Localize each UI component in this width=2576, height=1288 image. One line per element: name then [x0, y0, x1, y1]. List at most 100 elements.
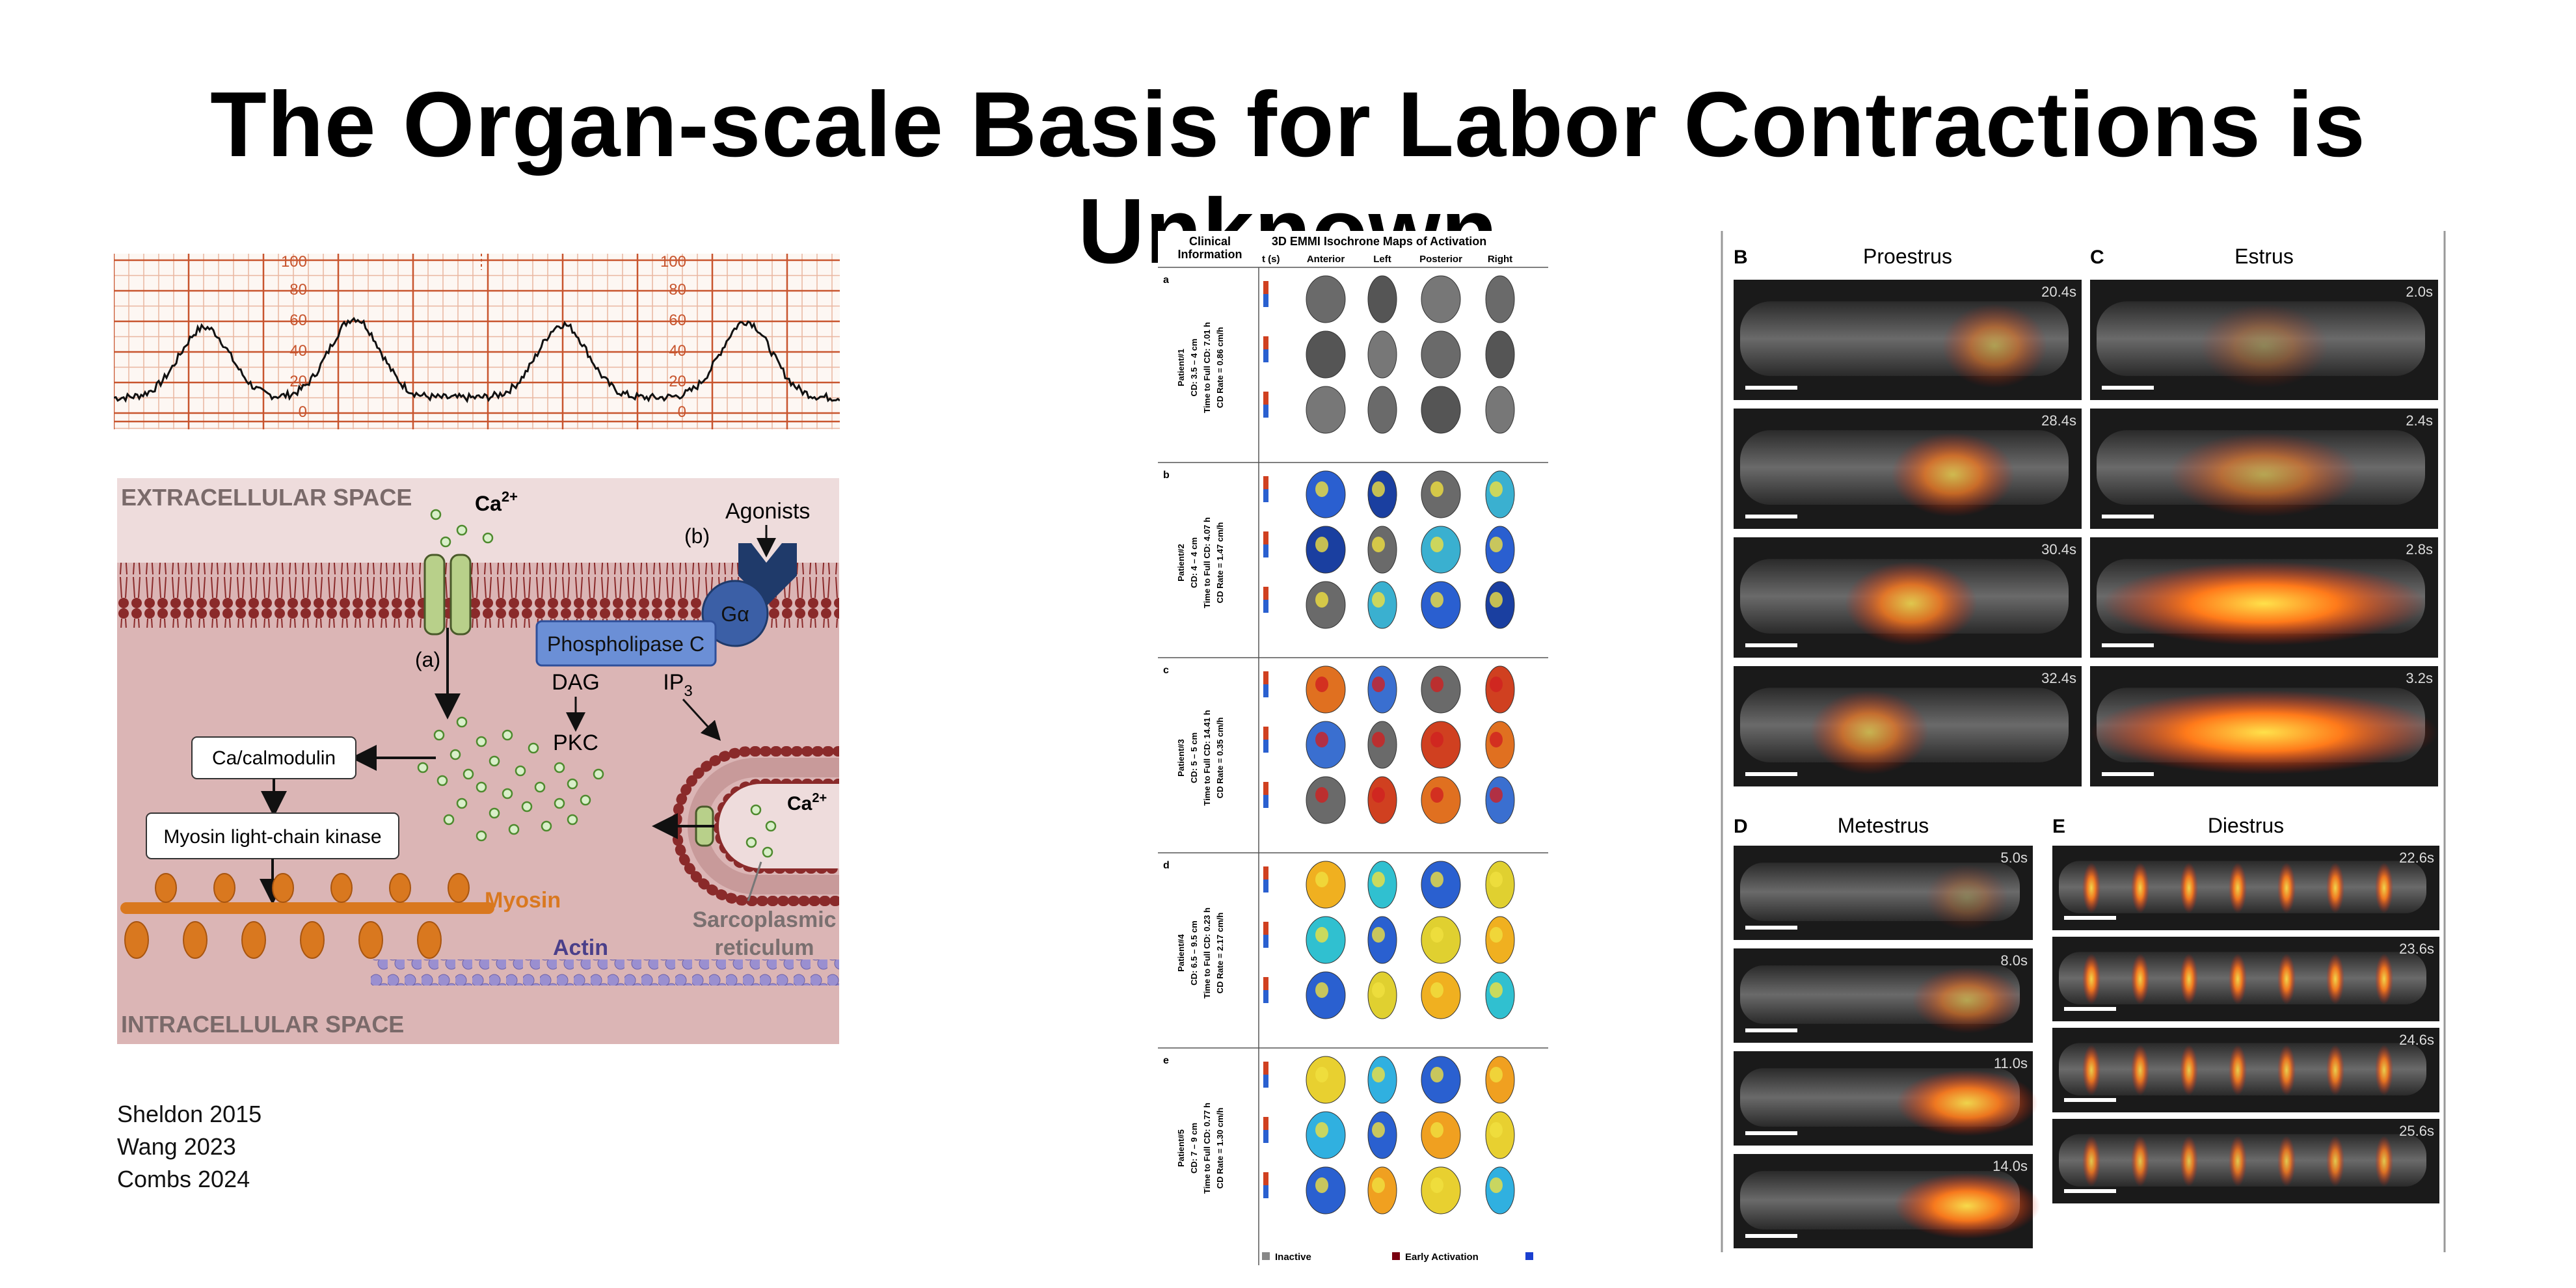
frame-timestamp: 20.4s	[2041, 284, 2076, 300]
svg-text:Ca2+: Ca2+	[475, 489, 518, 515]
frame-timestamp: 24.6s	[2399, 1032, 2434, 1048]
emmi-isochrone-map	[1306, 275, 1346, 323]
smooth-muscle-signaling-diagram: EXTRACELLULAR SPACE INTRACELLULAR SPACE …	[117, 478, 839, 1044]
mlck-label: Myosin light-chain kinase	[163, 826, 381, 848]
emmi-row-letter: b	[1163, 470, 1170, 481]
emmi-clinical-line: Time to Full CD: 7.01 h	[1202, 322, 1212, 413]
svg-text:Ca2+: Ca2+	[787, 791, 827, 814]
frame-timestamp: 2.8s	[2406, 541, 2433, 557]
imaging-frame: 20.4s	[1734, 280, 2082, 400]
emmi-col-anterior: Anterior	[1307, 254, 1345, 265]
phospholipase-c-box	[535, 620, 717, 667]
emmi-row-letter: d	[1163, 860, 1170, 871]
emmi-clinical-line: Time to Full CD: 0.77 h	[1202, 1103, 1212, 1194]
actin-label: Actin	[553, 935, 608, 960]
panel-letter: D	[1734, 816, 1748, 837]
emmi-clinical-line: CD Rate = 0.86 cm/h	[1215, 327, 1225, 409]
toco-tick-label: 100	[281, 254, 307, 271]
emmi-clinical-line: CD: 7 – 9 cm	[1189, 1123, 1199, 1174]
extracellular-label: EXTRACELLULAR SPACE	[121, 484, 412, 511]
frame-timestamp: 32.4s	[2041, 670, 2076, 686]
toco-tick-label: 80	[669, 281, 686, 299]
emmi-col-ts: t (s)	[1262, 254, 1280, 265]
imaging-frame: 28.4s	[1734, 409, 2082, 529]
toco-tick-label: 60	[669, 312, 686, 329]
calmodulin-label: Ca/calmodulin	[212, 747, 336, 769]
emmi-clinical-line: Patient#3	[1176, 739, 1186, 777]
imaging-frame: 24.6s	[2052, 1028, 2439, 1112]
imaging-frame: 8.0s	[1734, 948, 2033, 1043]
frame-timestamp: 14.0s	[1992, 1158, 2028, 1174]
extracellular-region	[117, 478, 839, 563]
myosin-filament	[120, 902, 494, 914]
contraction-trace	[114, 317, 840, 403]
emmi-clinical-line: Time to Full CD: 0.23 h	[1202, 907, 1212, 999]
panel-stage-name: Metestrus	[1838, 814, 1929, 837]
frame-timestamp: 30.4s	[2041, 541, 2076, 557]
emmi-legend-early: Early Activation	[1405, 1252, 1479, 1263]
panel-stage-name: Proestrus	[1863, 245, 1952, 268]
emmi-legend-inactive: Inactive	[1275, 1252, 1311, 1263]
tocograph-strip: 100 80 60 40 20 0 100 80 60 40 20 0	[114, 254, 840, 429]
frame-timestamp: 11.0s	[1994, 1055, 2028, 1071]
emmi-clinical-line: CD Rate = 1.30 cm/h	[1215, 1108, 1225, 1189]
emmi-clinical-line: CD: 3.5 – 4 cm	[1189, 339, 1199, 397]
emmi-clinical-line: Patient#1	[1176, 349, 1186, 386]
citation-3: Combs 2024	[117, 1166, 250, 1192]
emmi-isochrone-map	[1306, 330, 1346, 379]
g-alpha-label: Gα	[721, 602, 749, 626]
emmi-title: 3D EMMI Isochrone Maps of Activation	[1272, 235, 1486, 248]
ip3-subscript: 3	[684, 682, 692, 700]
frame-timestamp: 3.2s	[2406, 670, 2433, 686]
actin-filament	[371, 959, 839, 986]
citations: Sheldon 2015 Wang 2023 Combs 2024	[117, 1098, 262, 1196]
emmi-col-posterior: Posterior	[1419, 254, 1462, 265]
emmi-isochrone-map	[1485, 386, 1515, 434]
imaging-frame: 22.6s	[2052, 846, 2439, 930]
toco-tick-label: 100	[660, 254, 686, 271]
ip3-label: IP	[663, 670, 684, 695]
citation-2: Wang 2023	[117, 1133, 236, 1160]
panel-stage-name: Estrus	[2234, 245, 2294, 268]
panel-letter: C	[2090, 247, 2104, 268]
emmi-isochrone-map	[1367, 386, 1397, 434]
frame-timestamp: 22.6s	[2399, 850, 2434, 866]
intracellular-label: INTRACELLULAR SPACE	[121, 1011, 404, 1038]
toco-tick-label: 60	[289, 312, 307, 329]
emmi-row-letter: a	[1163, 275, 1169, 286]
sr-calcium-label: Ca	[787, 793, 812, 814]
emmi-isochrone-map	[1306, 386, 1346, 434]
agonists-label: Agonists	[725, 499, 810, 524]
imaging-frame: 14.0s	[1734, 1154, 2041, 1248]
dag-label: DAG	[552, 670, 600, 695]
svg-text:IP3: IP3	[663, 670, 692, 700]
frame-timestamp: 25.6s	[2399, 1123, 2434, 1139]
emmi-clinical-line: CD Rate = 2.17 cm/h	[1215, 913, 1225, 994]
frame-timestamp: 28.4s	[2041, 412, 2076, 429]
emmi-clinical-line: Patient#5	[1176, 1129, 1186, 1167]
emmi-col-right: Right	[1488, 254, 1512, 265]
panel-stage-name: Diestrus	[2208, 814, 2284, 837]
emmi-clinical-line: Patient#4	[1176, 933, 1186, 972]
imaging-frame: 25.6s	[2052, 1119, 2439, 1203]
emmi-isochrone-map	[1485, 330, 1515, 379]
toco-tick-label: 40	[289, 342, 307, 360]
emmi-clinical-line: Time to Full CD: 4.07 h	[1202, 517, 1212, 608]
frame-timestamp: 2.4s	[2406, 412, 2433, 429]
pathway-label-a: (a)	[415, 648, 440, 671]
g-alpha-protein	[701, 580, 769, 647]
emmi-isochrone-map	[1367, 330, 1397, 379]
emmi-isochrone-map	[1367, 275, 1397, 323]
sr-calcium-superscript: 2+	[812, 791, 827, 805]
toco-tick-label: 0	[678, 403, 686, 421]
emmi-clinical-line: Patient#2	[1176, 544, 1186, 582]
emmi-clinical-header-2: Information	[1178, 248, 1242, 261]
